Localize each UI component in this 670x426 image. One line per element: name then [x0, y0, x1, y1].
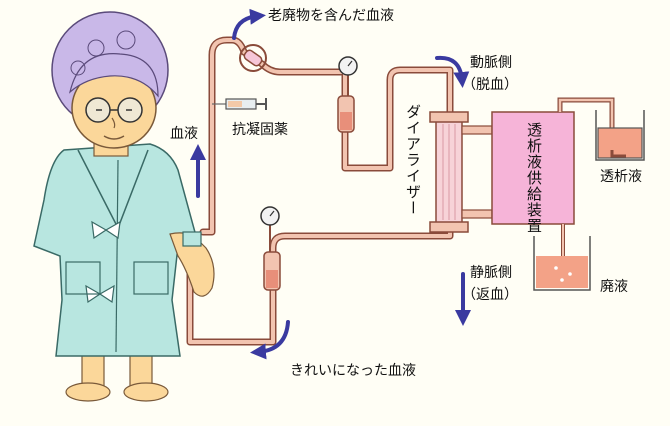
label-vein-side: 静脈側	[470, 265, 512, 281]
label-blood: 血液	[170, 126, 198, 142]
patient-illustration	[33, 11, 215, 402]
label-vein-sub: （返血）	[462, 287, 518, 303]
arrow-artery	[435, 55, 470, 88]
label-supply-device: 透析液供給装置	[525, 122, 543, 234]
label-artery-side: 動脈側	[470, 55, 512, 71]
label-waste-fluid: 廃液	[600, 279, 628, 295]
waste-fluid-tank	[533, 224, 591, 291]
label-supply-device-wrap: 透析液供給装置	[504, 122, 564, 234]
label-anticoagulant: 抗凝固薬	[232, 122, 288, 138]
syringe-icon	[212, 98, 267, 110]
label-artery-sub: （脱血）	[462, 77, 518, 93]
label-waste-blood: 老廃物を含んだ血液	[268, 8, 394, 24]
label-dialyzer: ダイアライザー	[404, 104, 422, 216]
dialysate-tank	[557, 97, 645, 161]
arterial-drip-chamber	[337, 56, 358, 133]
blood-pump	[231, 36, 281, 76]
venous-drip-chamber	[260, 206, 281, 291]
flow-arrows	[190, 8, 471, 360]
dialysate-supply-device	[491, 111, 575, 225]
label-dialysate: 透析液	[600, 169, 642, 185]
arrow-top	[232, 8, 266, 40]
label-clean-blood: きれいになった血液	[290, 363, 416, 379]
arrow-clean	[250, 320, 290, 360]
dialyzer	[429, 111, 493, 233]
gown	[33, 143, 197, 357]
blood-tubing	[186, 36, 454, 346]
